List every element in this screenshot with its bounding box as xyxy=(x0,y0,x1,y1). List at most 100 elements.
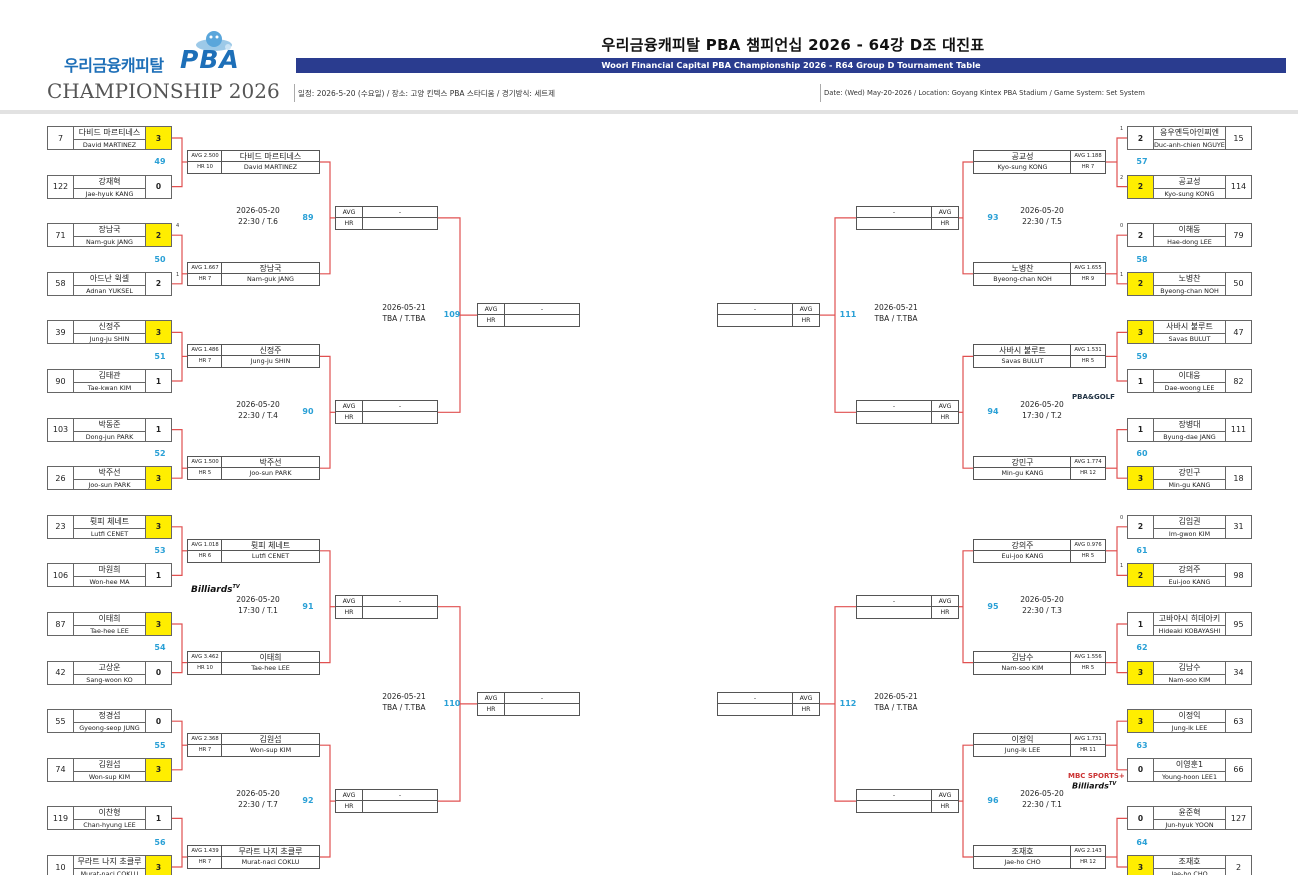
winner-hr: HR 7 xyxy=(198,358,212,365)
qf-match-box[interactable]: AVG-HR xyxy=(717,303,820,328)
match-number: 50 xyxy=(154,254,166,264)
player-name-ko: 고바야시 히데아키 xyxy=(1158,614,1221,623)
hr-value xyxy=(505,315,579,326)
r16-match-box[interactable]: AVG-HR xyxy=(856,400,959,425)
qf-match-box[interactable]: AVG-HR xyxy=(477,303,580,328)
player-seed: 31 xyxy=(1225,515,1251,538)
player-set-score: 1 xyxy=(145,418,171,441)
match-time: 22:30 / T.1 xyxy=(1022,800,1062,810)
bracket-connector xyxy=(962,355,973,469)
r16-match-box[interactable]: AVG-HR xyxy=(856,205,959,230)
player-set-score: 3 xyxy=(145,321,171,344)
r16-match-box[interactable]: AVG-HR xyxy=(856,594,959,619)
winner-name-ko: 이태희 xyxy=(222,652,319,663)
winner-name-ko: 륏피 체네트 xyxy=(222,540,319,551)
avg-value: - xyxy=(505,693,579,704)
player-seed: 47 xyxy=(1225,321,1251,344)
winner-avg: AVG 1.500 xyxy=(188,457,222,469)
avg-label: AVG xyxy=(478,692,505,704)
player-set-score: 3 xyxy=(145,613,171,635)
qf-match-box[interactable]: AVG-HR xyxy=(477,691,580,716)
avg-label: AVG xyxy=(931,401,958,413)
r16-match-box[interactable]: AVG-HR xyxy=(856,789,959,814)
avg-label: AVG xyxy=(336,401,363,413)
player-seed: 82 xyxy=(1225,370,1251,392)
winner-name-en: Murat-naci COKLU xyxy=(241,858,300,866)
r16-match-box[interactable]: AVG-HR xyxy=(335,400,438,425)
bracket-connector xyxy=(320,161,331,275)
winner-avg: AVG 0.976 xyxy=(1071,540,1105,551)
hr-value xyxy=(505,704,579,715)
player-seed: 10 xyxy=(48,856,74,875)
tiebreak-score: 2 xyxy=(1120,174,1124,181)
player-name-ko: 김원섭 xyxy=(98,759,121,769)
winner-name-ko: 박주선 xyxy=(222,457,319,469)
qf-match-box[interactable]: AVG-HR xyxy=(717,691,820,716)
match-number: 51 xyxy=(154,351,166,361)
player-seed: 42 xyxy=(48,661,74,684)
match-date: 2026-05-21 xyxy=(874,691,918,701)
r16-match-box[interactable]: AVG-HR xyxy=(335,205,438,230)
r16-match-box[interactable]: AVG-HR xyxy=(335,789,438,814)
player-seed: 23 xyxy=(48,515,74,538)
winner-name-ko: 장남국 xyxy=(222,263,319,274)
match-number: 58 xyxy=(1136,254,1148,264)
r16-match-box[interactable]: AVG-HR xyxy=(335,594,438,619)
player-name-en: Jae-hyuk KANG xyxy=(74,187,145,198)
winner-name-en: Kyo-sung KONG xyxy=(997,163,1048,171)
